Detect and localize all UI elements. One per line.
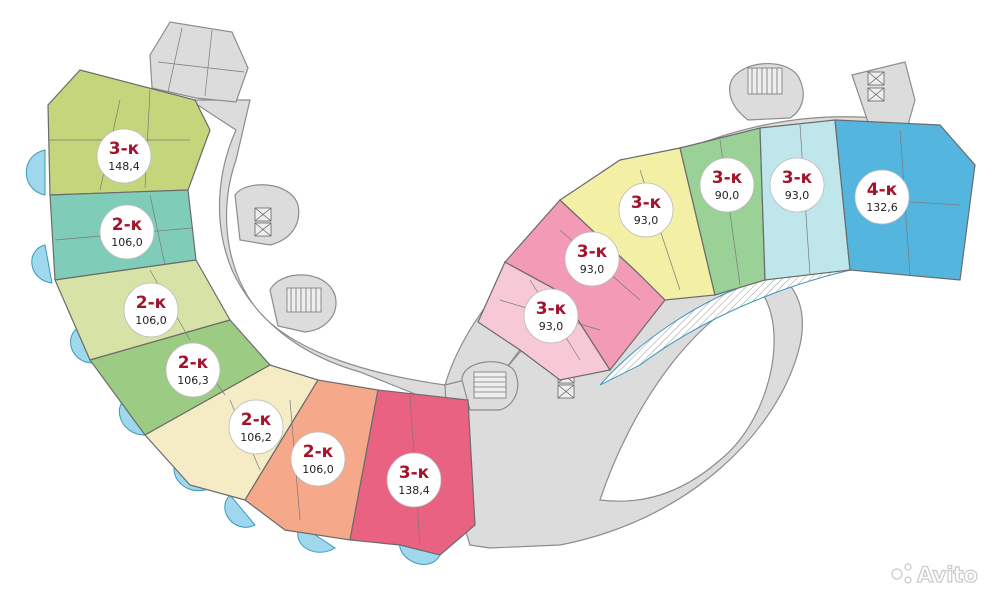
label-circle [228, 399, 284, 455]
apartment-type: 2-к [136, 293, 167, 313]
stairs-icon [473, 371, 507, 399]
apartment-area: 106,0 [302, 463, 334, 476]
apartment-area: 106,3 [177, 374, 209, 387]
apartment-area: 90,0 [715, 189, 740, 202]
apartment-area: 106,0 [111, 236, 143, 249]
apartment-label-a11: 3-к90,0 [699, 157, 755, 213]
apartment-label-a10: 3-к93,0 [618, 182, 674, 238]
watermark-dot-icon [891, 568, 903, 580]
apartment-type: 2-к [112, 215, 143, 235]
apartment-label-a8: 3-к93,0 [523, 288, 579, 344]
apartment-type: 3-к [109, 139, 140, 159]
top-service-block [149, 21, 249, 103]
apartment-area: 106,2 [240, 431, 272, 444]
watermark-dot-icon [904, 563, 912, 571]
label-circle [290, 431, 346, 487]
label-circle [769, 157, 825, 213]
apartment-type: 3-к [536, 299, 567, 319]
elevator-icon [254, 207, 272, 237]
watermark-dot-icon [904, 576, 912, 584]
apartment-type: 3-к [577, 242, 608, 262]
apartment-area: 93,0 [785, 189, 810, 202]
apartment-type: 2-к [241, 410, 272, 430]
apartment-type: 4-к [867, 180, 898, 200]
apartment-area: 93,0 [539, 320, 564, 333]
apartment-type: 3-к [782, 168, 813, 188]
stairs-icon [747, 67, 783, 95]
apartment-type: 3-к [631, 193, 662, 213]
apartment-type: 2-к [178, 353, 209, 373]
label-circle [96, 128, 152, 184]
apartment-label-a12: 3-к93,0 [769, 157, 825, 213]
label-circle [99, 204, 155, 260]
watermark: Avito [891, 562, 978, 588]
courtyard [599, 289, 775, 502]
apartment-area: 93,0 [634, 214, 659, 227]
stairs-icon [286, 287, 322, 313]
apartment-type: 2-к [303, 442, 334, 462]
label-circle [523, 288, 579, 344]
apartment-area: 93,0 [580, 263, 605, 276]
label-circle [699, 157, 755, 213]
label-circle [618, 182, 674, 238]
apartment-label-a9: 3-к93,0 [564, 231, 620, 287]
apartment-type: 3-к [712, 168, 743, 188]
watermark-text: Avito [917, 563, 978, 587]
label-circle [123, 282, 179, 338]
label-circle [165, 342, 221, 398]
apartment-type: 3-к [399, 463, 430, 483]
stairs-icons [286, 67, 783, 399]
apartment-area: 138,4 [398, 484, 430, 497]
apartment-area: 132,6 [866, 201, 898, 214]
label-circle [564, 231, 620, 287]
label-circle [854, 169, 910, 225]
label-circle [386, 452, 442, 508]
apartment-area: 148,4 [108, 160, 140, 173]
apartment-area: 106,0 [135, 314, 167, 327]
elevator-icon [867, 71, 885, 102]
apartment-labels: 3-к148,42-к106,02-к106,02-к106,32-к106,2… [96, 128, 910, 508]
